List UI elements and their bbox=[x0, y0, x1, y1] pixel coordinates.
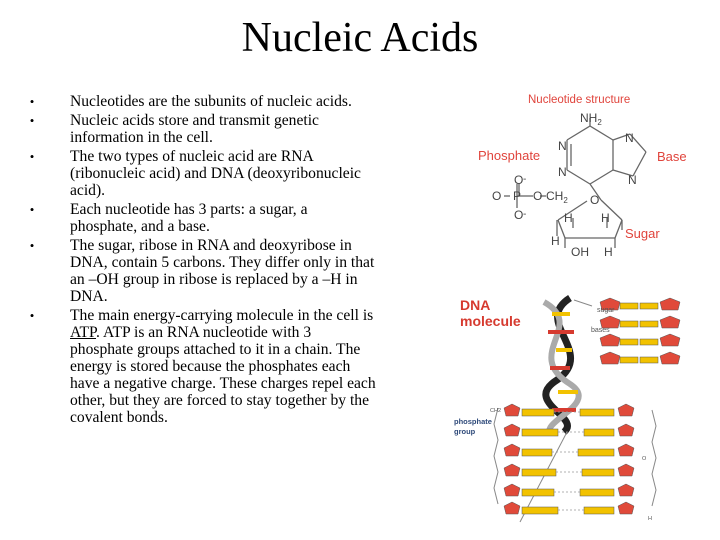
atom-charge: - bbox=[523, 174, 526, 185]
atom-o: O bbox=[514, 173, 523, 187]
atom-h: H bbox=[551, 234, 560, 248]
dna-ladder-detail bbox=[493, 403, 657, 515]
nucleotide-title: Nucleotide structure bbox=[528, 94, 630, 106]
zoom-line bbox=[573, 299, 593, 307]
base-label: Base bbox=[657, 149, 687, 164]
bullet-text: The two types of nucleic acid are RNA (r… bbox=[70, 148, 361, 199]
atom-ch2-label: CH bbox=[546, 189, 563, 203]
ladder-o: O bbox=[642, 456, 647, 462]
atom-n: N bbox=[628, 173, 637, 187]
bullet-item: • The sugar, ribose in RNA and deoxyribos… bbox=[26, 237, 376, 305]
bullet-item: • The two types of nucleic acid are RNA (… bbox=[26, 148, 376, 199]
atom-nh2-label: NH bbox=[580, 111, 597, 125]
phosphate-group-label-line2: group bbox=[454, 427, 476, 436]
atom-ch2: CH2 bbox=[546, 189, 568, 205]
sugar-legend-label: sugar bbox=[597, 307, 615, 314]
atp-link[interactable]: ATP bbox=[70, 324, 97, 341]
atom-h: H bbox=[601, 211, 610, 225]
bullet-text: Nucleic acids store and transmit genetic… bbox=[70, 112, 319, 146]
nucleotide-structure-figure: Nucleotide structure NH2 N N N N Phospha… bbox=[478, 94, 687, 259]
atom-charge: - bbox=[523, 209, 526, 220]
atom-nh2-subscript: 2 bbox=[597, 118, 602, 127]
atom-o: O bbox=[590, 193, 599, 207]
atom-oh: OH bbox=[571, 245, 589, 259]
ladder-h: H bbox=[648, 516, 652, 522]
atom-h: H bbox=[604, 245, 613, 259]
bullet-dot: • bbox=[29, 94, 35, 109]
atom-ch2-subscript: 2 bbox=[563, 196, 568, 205]
atom-o: O bbox=[514, 208, 523, 222]
sugar-base-legend bbox=[599, 297, 681, 365]
bullet-dot: • bbox=[29, 308, 35, 323]
dna-molecule-figure: DNA molecule sugar bases phosphate bbox=[454, 295, 681, 523]
atom-n: N bbox=[558, 165, 567, 179]
sugar-label: Sugar bbox=[625, 226, 660, 241]
phosphate-label: Phosphate bbox=[478, 148, 540, 163]
phosphate-group-label: phosphate bbox=[454, 417, 492, 426]
ladder-ch2-subscript: 2 bbox=[498, 408, 501, 414]
dna-subtitle: molecule bbox=[460, 313, 521, 329]
bullet-dot: • bbox=[29, 149, 35, 164]
bullet-text: Nucleotides are the subunits of nucleic … bbox=[70, 93, 352, 110]
bullet-text-pre: The main energy-carrying molecule in the… bbox=[70, 307, 374, 324]
slide-title: Nucleic Acids bbox=[241, 15, 479, 61]
bullet-dot: • bbox=[29, 113, 35, 128]
double-helix bbox=[542, 295, 582, 436]
atom-n: N bbox=[625, 131, 634, 145]
atom-h: H bbox=[564, 211, 573, 225]
atom-o: O bbox=[492, 189, 501, 203]
bullet-text: Each nucleotide has 3 parts: a sugar, a … bbox=[70, 201, 308, 235]
nucleotide-bonds bbox=[504, 118, 647, 248]
bullet-list: • Nucleotides are the subunits of nucleic… bbox=[26, 93, 376, 428]
ladder-ch2-label: CH bbox=[490, 408, 498, 414]
bullet-dot: • bbox=[29, 238, 35, 253]
bullet-text-post: . ATP is an RNA nucleotide with 3 phosph… bbox=[70, 324, 376, 426]
bullet-dot: • bbox=[29, 202, 35, 217]
bullet-item: • Each nucleotide has 3 parts: a sugar, a… bbox=[26, 201, 376, 235]
bullet-item: • Nucleotides are the subunits of nucleic… bbox=[26, 93, 376, 110]
bullet-item: • Nucleic acids store and transmit geneti… bbox=[26, 112, 376, 146]
bases-legend-label: bases bbox=[591, 327, 610, 334]
atom-nh2: NH2 bbox=[580, 111, 602, 127]
bullet-text: The sugar, ribose in RNA and deoxyribose… bbox=[70, 237, 375, 305]
ladder-ch2: CH2 bbox=[490, 408, 501, 414]
atom-n: N bbox=[558, 139, 567, 153]
atom-o: O bbox=[533, 189, 542, 203]
atom-p: P bbox=[513, 189, 521, 203]
dna-title: DNA bbox=[460, 297, 490, 313]
bullet-item: • The main energy-carrying molecule in th… bbox=[26, 307, 376, 426]
